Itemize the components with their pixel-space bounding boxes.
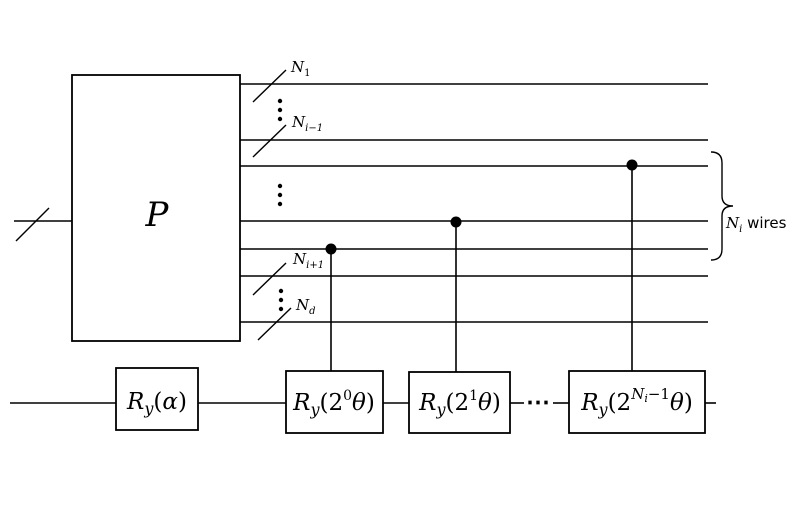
horizontal-ellipsis: ⋯ (526, 387, 550, 416)
bus-slash-n1 (252, 69, 287, 103)
ni-wires-label-sub: i (739, 224, 742, 235)
gate-ry-2-0-theta (285, 370, 384, 434)
control-dot-0 (325, 243, 337, 255)
label-ni-plus-1: Ni+1 (292, 250, 324, 271)
label-n1-main: N (290, 58, 305, 76)
vertical-ellipsis-middle (277, 183, 283, 207)
vertical-ellipsis-upper (277, 98, 283, 122)
label-ni-plus-1-sub: i+1 (306, 260, 324, 271)
bus-slash-nd (257, 307, 292, 341)
label-ni-minus-1-main: N (291, 113, 306, 131)
block-p-label: P (145, 195, 170, 235)
gate-ry-alpha (115, 367, 199, 431)
label-n1: N1 (290, 58, 311, 79)
label-ni-minus-1-sub: i−1 (305, 123, 323, 134)
input-bus-slash (15, 207, 50, 242)
ni-wires-label-suffix: wires (742, 214, 786, 232)
label-nd: Nd (295, 296, 316, 317)
label-nd-main: N (295, 296, 310, 314)
label-nd-sub: d (309, 306, 315, 317)
label-ni-minus-1: Ni−1 (291, 113, 323, 134)
vertical-ellipsis-lower (278, 288, 284, 312)
gate-ry-2-ni-minus-1-theta-label: Ry(2Ni−1θ) (580, 385, 693, 419)
label-ni-plus-1-main: N (292, 250, 307, 268)
control-dot-n (626, 159, 638, 171)
gate-ry-2-0-theta-label: Ry(20θ) (292, 388, 375, 419)
gate-ry-2-1-theta (408, 371, 511, 434)
bus-slash-ni-plus-1 (252, 262, 287, 296)
block-p (71, 74, 241, 342)
control-dot-1 (450, 216, 462, 228)
label-n1-sub: 1 (304, 68, 310, 79)
bus-slash-ni-minus-1 (252, 124, 287, 158)
ni-wires-label: Ni wires (725, 214, 787, 235)
gate-ry-2-1-theta-label: Ry(21θ) (418, 388, 501, 419)
gate-ry-2-ni-minus-1-theta (568, 370, 706, 434)
ni-wires-brace (710, 151, 734, 261)
ni-wires-label-main: N (725, 214, 740, 232)
gate-ry-alpha-label: Ry(α) (126, 389, 187, 418)
